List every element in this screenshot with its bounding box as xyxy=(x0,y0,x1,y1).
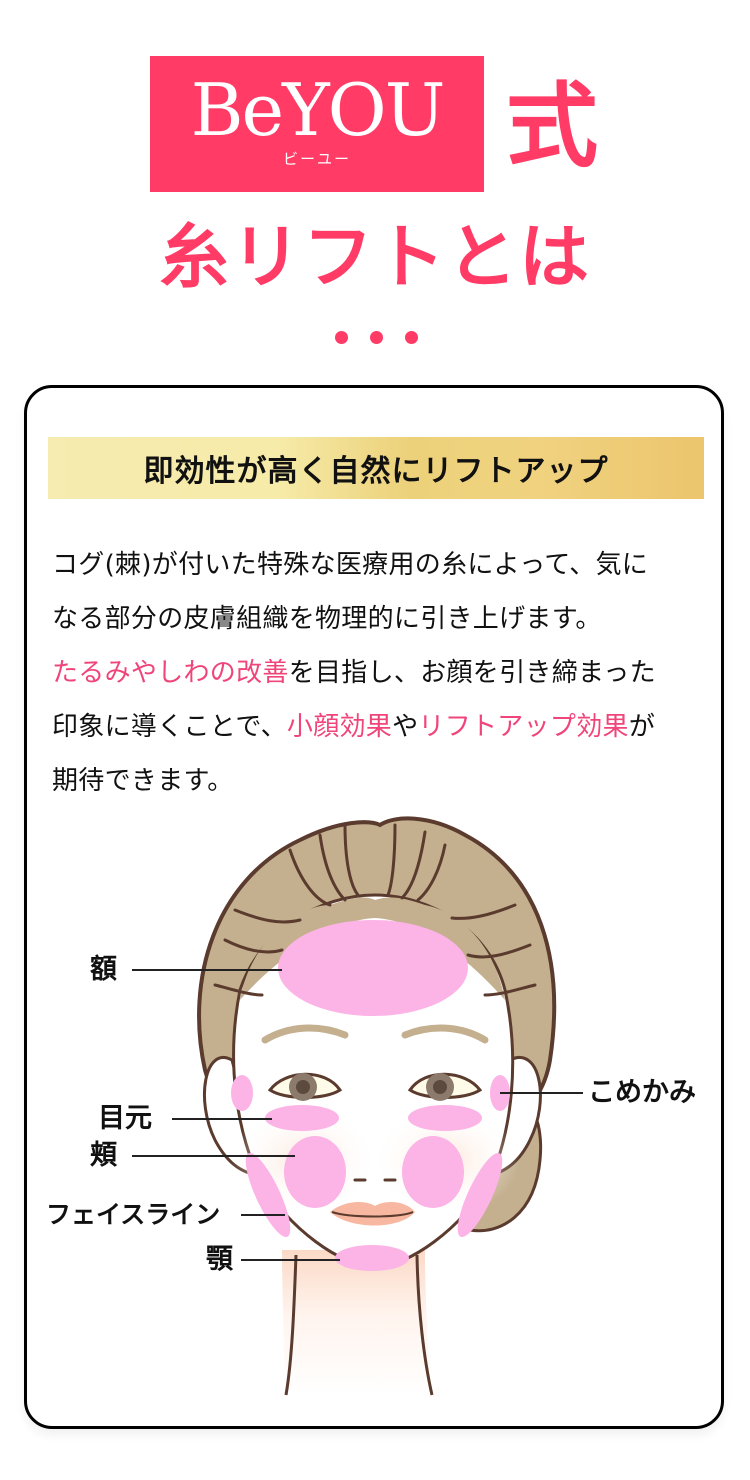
banner-text: 即効性が高く自然にリフトアップ xyxy=(143,454,609,489)
logo-kana: ビーユー xyxy=(282,149,351,168)
text-span: 印象に導くことで、 xyxy=(52,712,287,742)
text-span: が xyxy=(628,712,656,742)
label-jaw: 顎 xyxy=(206,1244,233,1275)
label-face-line: フェイスライン xyxy=(46,1200,221,1229)
beyou-logo: BeYOU ビーユー xyxy=(150,56,484,192)
highlight-text: 小顔効果 xyxy=(286,712,393,742)
description-paragraph: コグ(棘)が付いた特殊な医療用の糸によって、気に なる部分の皮膚組織を物理的に引… xyxy=(52,538,712,808)
face-illustration-icon xyxy=(132,816,583,1396)
label-forehead: 額 xyxy=(90,954,117,985)
text-line: コグ(棘)が付いた特殊な医療用の糸によって、気に xyxy=(52,550,649,580)
text-line: たるみやしわの改善を目指し、お顔を引き締まった xyxy=(52,646,712,700)
text-line: なる部分の皮膚組織を物理的に引き上げます。 xyxy=(52,604,602,634)
label-temple: こめかみ xyxy=(588,1077,696,1108)
page-title: 糸リフトとは xyxy=(159,215,591,298)
text-line: 期待できます。 xyxy=(52,766,234,796)
dot-icon xyxy=(335,331,348,344)
dot-icon xyxy=(405,331,418,344)
dot-icon xyxy=(370,331,383,344)
feature-banner: 即効性が高く自然にリフトアップ xyxy=(48,437,704,499)
highlight-text: リフトアップ効果 xyxy=(418,712,629,742)
text-span: や xyxy=(392,712,419,742)
text-line: 印象に導くことで、小顔効果やリフトアップ効果が xyxy=(52,700,712,754)
logo-text: BeYOU xyxy=(190,67,446,152)
face-diagram: 額 目元 頬 フェイスライン 顎 こめかみ xyxy=(0,800,750,1400)
hero-header: BeYOU ビーユー 式 糸リフトとは xyxy=(0,0,750,380)
label-eye-area: 目元 xyxy=(98,1103,152,1134)
ellipsis-dots xyxy=(335,331,418,344)
label-cheek: 頬 xyxy=(90,1140,117,1171)
highlight-text: たるみやしわの改善 xyxy=(52,658,289,688)
logo-suffix: 式 xyxy=(506,72,599,180)
text-span: を目指し、お顔を引き締まった xyxy=(288,658,656,688)
